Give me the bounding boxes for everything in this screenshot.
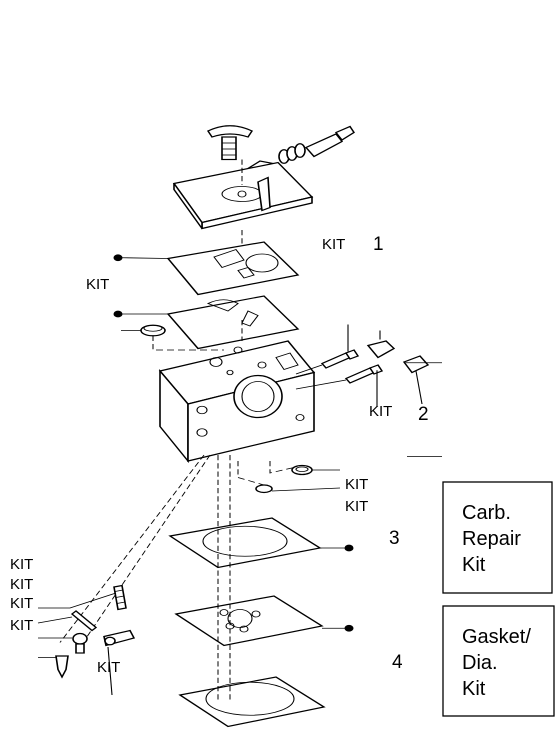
kit-label-needle-part: KIT xyxy=(10,617,33,634)
kit-label-bottom: KIT xyxy=(97,659,120,676)
check-valve-disk xyxy=(255,484,273,494)
gasket-dia-line-3: Kit xyxy=(462,678,486,700)
screw-part xyxy=(72,632,88,654)
limiter-cap-number-1: 1 xyxy=(373,234,384,255)
gasket-bullet-4 xyxy=(344,624,354,632)
carburetor-body xyxy=(158,340,316,464)
needle-valve-high xyxy=(320,349,360,369)
needle-valve-low xyxy=(344,364,384,384)
carb-repair-line-2: Repair xyxy=(462,528,521,550)
limiter-cap-number-2: 2 xyxy=(418,404,429,425)
metering-diaphragm xyxy=(166,295,300,350)
inlet-screen xyxy=(140,324,166,337)
pump-cover xyxy=(178,676,326,728)
pump-gasket xyxy=(168,517,322,569)
gasket-bullet-3 xyxy=(344,544,354,552)
gasket-bullet-1 xyxy=(113,254,123,262)
kit-label-lever: KIT xyxy=(10,595,33,612)
gasket-bullet-2 xyxy=(113,310,123,318)
limiter-cap-1 xyxy=(366,340,396,359)
kit-label-check-valve-disk: KIT xyxy=(345,498,368,515)
kit-label-check-valve-screen: KIT xyxy=(345,476,368,493)
top-screw xyxy=(206,125,254,161)
box-number-3: 3 xyxy=(389,528,400,549)
needle-part xyxy=(55,655,69,679)
gasket-dia-kit-box xyxy=(442,605,555,717)
carb-repair-line-1: Carb. xyxy=(462,502,511,524)
gasket-dia-line-2: Dia. xyxy=(462,652,498,674)
kit-label-screen: KIT xyxy=(86,276,109,293)
spring-part xyxy=(113,584,127,611)
pin-part xyxy=(70,610,98,632)
kit-label-needle-bottom: KIT xyxy=(369,403,392,420)
kit-label-pin: KIT xyxy=(10,576,33,593)
pump-diaphragm xyxy=(174,595,324,647)
check-valve-screen xyxy=(291,464,313,476)
box-number-4: 4 xyxy=(392,652,403,673)
gasket-dia-line-1: Gasket/ xyxy=(462,626,531,648)
cover-plate xyxy=(172,161,314,230)
carb-repair-kit-box xyxy=(442,481,553,594)
carb-repair-line-3: Kit xyxy=(462,554,486,576)
kit-label-spring: KIT xyxy=(10,556,33,573)
metering-gasket xyxy=(166,241,300,296)
limiter-cap-2 xyxy=(402,355,430,374)
lever-part xyxy=(103,629,136,647)
kit-label-needle-top: KIT xyxy=(322,236,345,253)
